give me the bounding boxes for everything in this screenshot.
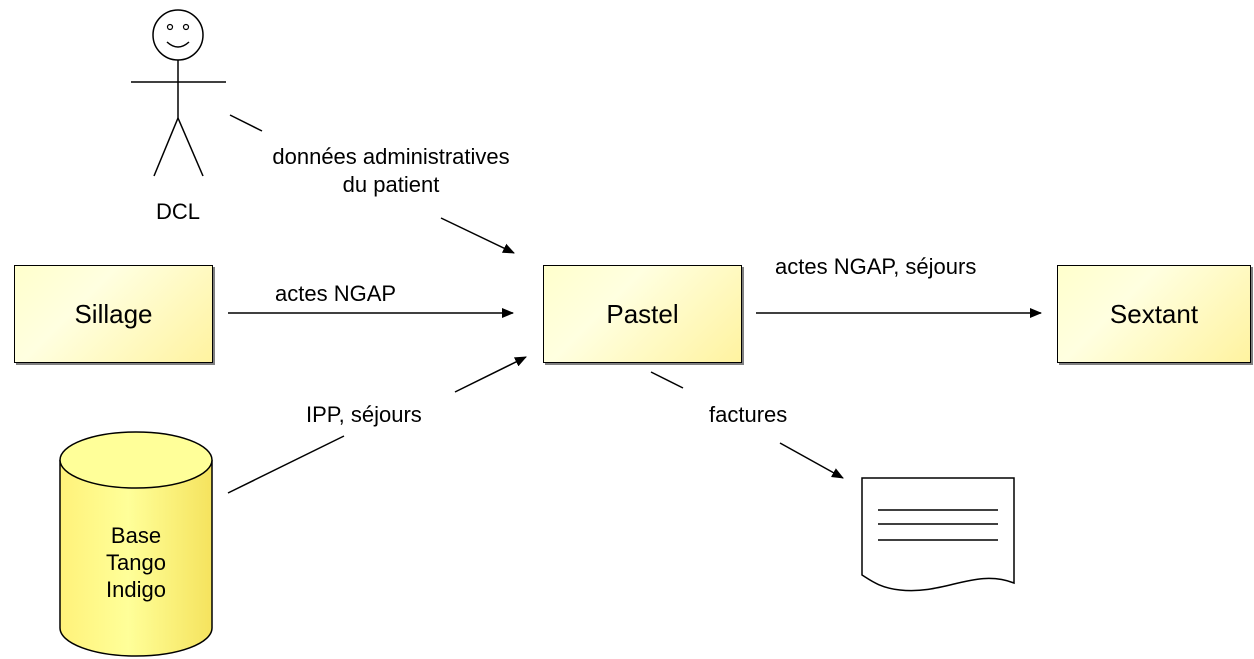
system-label-sillage: Sillage: [74, 298, 153, 329]
cylinder-database-icon: [59, 431, 213, 657]
flow-label-dcl-line-1: données administratives: [272, 144, 510, 169]
arrow-pastel-to-document: [650, 371, 844, 479]
system-label-pastel: Pastel: [606, 298, 679, 329]
arrow-dcl-to-pastel: [229, 114, 515, 254]
document-icon: [861, 477, 1015, 592]
system-box-pastel: Pastel: [543, 265, 742, 363]
arrow-db-to-pastel: [227, 356, 527, 494]
flow-label-db-to-pastel: IPP, séjours: [306, 402, 422, 427]
system-box-sextant: Sextant: [1057, 265, 1251, 363]
flow-label-pastel-to-sextant: actes NGAP, séjours: [775, 254, 977, 279]
flow-label-dcl-to-pastel: données administratives du patient: [246, 143, 536, 199]
flow-label-dcl-line-2: du patient: [342, 172, 440, 197]
actor-label: DCL: [155, 199, 200, 224]
system-label-sextant: Sextant: [1109, 298, 1199, 329]
flow-label-pastel-to-document: factures: [709, 402, 788, 427]
database-label-line-2: Tango: [106, 550, 166, 575]
flow-label-sillage-to-pastel: actes NGAP: [275, 281, 397, 306]
database-label-line-3: Indigo: [106, 577, 166, 602]
system-box-sillage: Sillage: [14, 265, 213, 363]
database-label: Base Tango Indigo: [60, 522, 212, 603]
stick-figure-icon: [131, 9, 226, 177]
database-label-line-1: Base: [110, 523, 162, 548]
